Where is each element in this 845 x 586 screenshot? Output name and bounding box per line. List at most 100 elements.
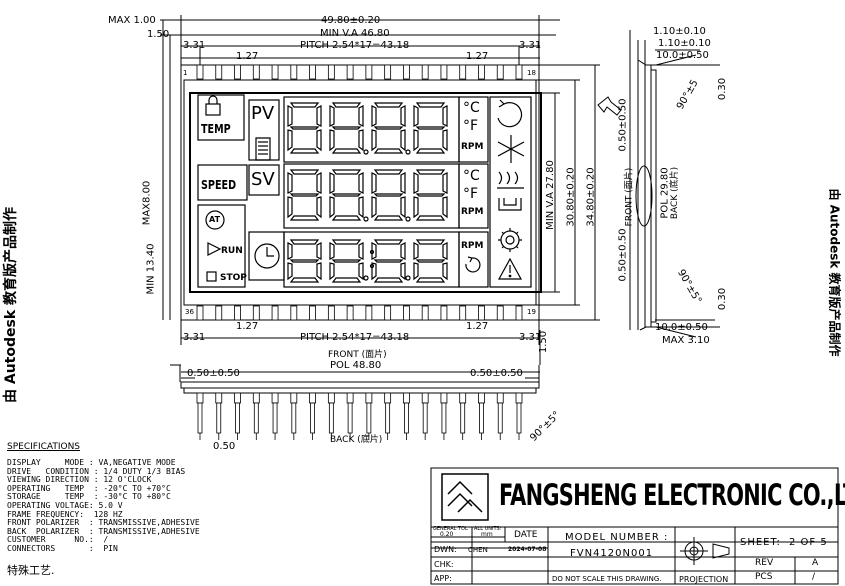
pin [196,64,204,80]
sheet-value: 2 OF 5 [789,537,828,548]
pin [496,305,504,321]
pin [478,305,485,321]
side-t2: 1.10±0.10 [658,38,711,49]
side-pin [440,392,448,440]
pin [403,305,410,321]
lcd-celsius-2: °C [463,168,480,184]
pcs-label: PCS [755,572,773,582]
pin [515,305,523,321]
digit [287,102,322,154]
side-pin [496,392,504,440]
sheet-label: SHEET: [740,537,781,548]
dim-height-outer: 34.80±0.20 [585,167,597,227]
footer-note: 特殊工艺. [7,564,55,577]
snowflake-icon [497,135,525,163]
pin-1-label: 1 [183,69,188,77]
spec-line: BACK POLARIZER : TRANSMISSIVE,ADHESIVE [7,526,200,536]
side-pin [421,392,429,440]
side-pin [515,392,523,440]
dim-pin-width-right: 1.27 [466,51,489,62]
projection-symbol-icon [680,537,730,565]
lcd-fahrenheit-2: °F [463,186,479,202]
general-tol-value: 0.20 [440,531,454,538]
dim-min-va-width: MIN V.A 46.80 [320,28,390,39]
model-value: FVN4120N001 [570,548,654,559]
dim-height-inner: 30.80±0.20 [565,167,577,227]
viewing-area [189,92,542,293]
spec-line: FRONT POLARIZER : TRANSMISSIVE,ADHESIVE [7,518,200,528]
side-front-offset-top: 0.50±0.50 [617,98,629,152]
pin [290,305,298,321]
spec-line: DRIVE CONDITION : 1/4 DUTY 1/3 BIAS [7,466,186,476]
lcd-stop: STOP [220,273,247,283]
dim-pitch: PITCH 2.54*17=43.18 [300,40,410,51]
sv-zone [248,164,280,196]
pin [271,305,279,321]
sv-digits-box [283,163,460,229]
digit [413,169,448,221]
dwn-date: 2024-07-08 [508,546,547,553]
bucket-icon [498,198,522,211]
dim-edge-right: 3.31 [519,40,542,51]
warning-icon [497,257,523,280]
side-gap-bottom: 0.30 [717,287,729,311]
dim-step-left: 1.50 [147,29,170,40]
lcd-pv: PV [251,103,275,124]
pin [309,305,316,321]
lcd-sv: SV [251,169,275,190]
refresh-icon [497,99,523,128]
pin [234,305,241,321]
pin [365,305,373,321]
run-icon [207,242,222,256]
all-units-label: ALL UNITS: [474,526,502,532]
dwn-value: CHEN [468,546,488,554]
scale-note: DO NOT SCALE THIS DRAWING. [552,575,662,583]
lcd-rpm-3: RPM [461,241,484,251]
side-pin [196,392,204,440]
spec-line: DISPLAY MODE : VA,NEGATIVE MODE [7,458,176,467]
pin [384,64,392,80]
digit [329,102,364,154]
pin [346,64,354,80]
side-back-label: BACK (底片) [670,166,681,220]
digit [329,169,364,221]
side-pin [271,392,279,440]
dim-overall-width: 49.80±0.20 [321,15,381,26]
pv-digits-box [283,96,460,163]
side-max-thick: MAX 3.10 [662,335,710,346]
dim-max-height: MAX 1.00 [108,15,156,26]
spec-line: OPERATING VOLTAGE: 5.0 V [7,500,123,510]
pin [515,64,523,80]
rotate-icon [465,256,481,273]
pin [440,64,448,80]
pin-18-label: 18 [527,69,536,77]
stop-icon [206,271,217,282]
digit [371,169,406,221]
pcs-value: / [812,572,816,582]
digit [329,239,364,283]
side-pin [403,392,410,440]
side-pin [384,392,392,440]
company-logo [441,473,489,521]
digit [371,239,406,283]
viewing-arrow-icon [597,96,622,116]
spec-line: CUSTOMER NO.: / [7,535,109,545]
all-units-value: mm [481,531,493,538]
dwn-label: DWN: [434,545,457,554]
dim-edge-left: 3.31 [183,40,206,51]
model-label: MODEL NUMBER : [565,532,669,543]
bottom-offset-left: 0.50±0.50 [187,368,240,379]
third-digits-box [283,231,460,288]
bottom-front-label: FRONT (面片) [328,350,387,360]
side-pin [327,392,335,440]
side-t3: 10.0±0.50 [656,50,709,61]
pin [478,64,485,80]
pin [459,305,467,321]
company-name: FANGSHENG ELECTRONIC CO.,LTD [499,478,845,512]
date-label: DATE [514,530,538,540]
lcd-rpm-2: RPM [461,207,484,217]
chk-label: CHK: [434,560,454,569]
lock-icon [205,95,221,116]
side-front-offset-bottom: 0.50±0.50 [617,228,629,282]
